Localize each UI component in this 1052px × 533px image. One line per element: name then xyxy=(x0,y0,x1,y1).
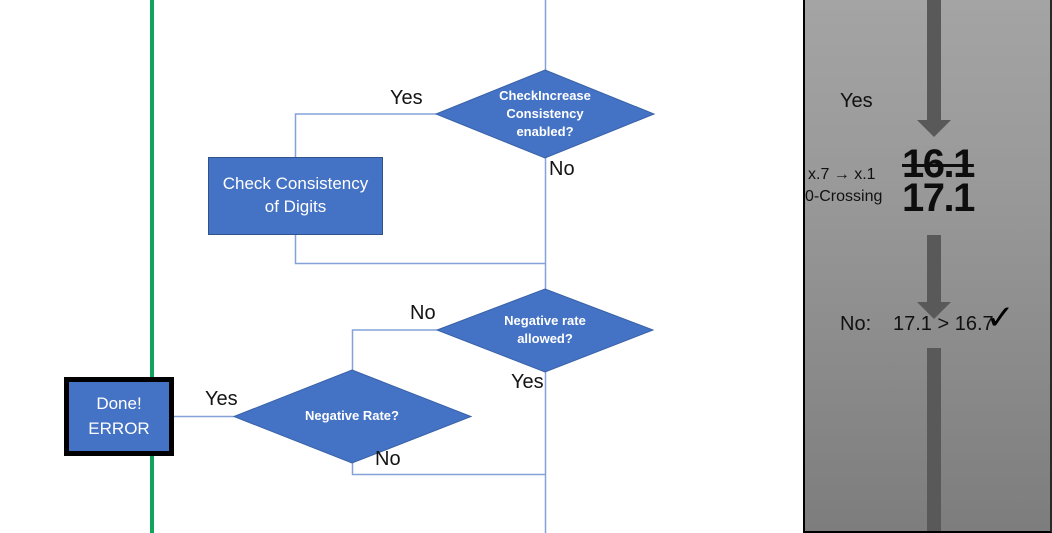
down-arrow-1-head xyxy=(917,120,951,137)
edge-label-negative-rate-no: No xyxy=(375,448,401,470)
edge-label-negative-rate-allowed-no: No xyxy=(410,302,436,324)
panel-yes-label: Yes xyxy=(840,90,873,112)
connector-checkincrease-yes xyxy=(294,113,436,157)
down-arrow-2-shaft xyxy=(927,235,941,302)
connector-checkconsistency-return xyxy=(294,235,545,265)
diamond-negative-rate-allowed-label: Negative rate allowed? xyxy=(504,312,586,346)
checkmark-icon: ✓ xyxy=(986,299,1015,337)
diamond-negative-rate-label: Negative Rate? xyxy=(305,408,399,424)
edge-label-check-increase-yes: Yes xyxy=(390,87,423,109)
panel-value-old: 16.1 xyxy=(902,142,975,186)
diamond-negative-rate-allowed xyxy=(435,288,655,373)
diamond-check-increase xyxy=(434,69,656,159)
diamond-negative-rate xyxy=(232,369,473,464)
edge-label-negative-rate-allowed-yes: Yes xyxy=(511,371,544,393)
down-arrow-3-shaft xyxy=(927,348,941,531)
panel-rule-transition: x.7 → x.1 xyxy=(808,166,876,183)
panel-rule-name: 0-Crossing xyxy=(805,188,883,205)
connector-negrate-no-return xyxy=(351,463,545,476)
process-check-consistency: Check Consistency of Digits xyxy=(208,157,383,235)
edge-label-check-increase-no: No xyxy=(549,158,575,180)
connector-negrate-allowed-no xyxy=(351,329,437,370)
panel-value-new: 17.1 xyxy=(902,175,975,220)
down-arrow-1-shaft xyxy=(927,0,941,120)
edge-label-negative-rate-yes: Yes xyxy=(205,388,238,410)
terminal-done-error: Done! ERROR xyxy=(64,377,174,456)
diamond-check-increase-label: CheckIncrease Consistency enabled? xyxy=(499,87,591,140)
down-arrow-2-head xyxy=(917,302,951,319)
panel-answer-label: No: xyxy=(840,313,872,335)
terminal-done-error-label: Done! ERROR xyxy=(88,393,150,438)
side-panel: Yes x.7 → x.1 0-Crossing 16.1 17.1 No: 1… xyxy=(803,0,1052,533)
flowchart-graphics xyxy=(150,0,656,533)
panel-values: 16.1 17.1 xyxy=(902,142,975,220)
process-check-consistency-label: Check Consistency of Digits xyxy=(222,174,369,216)
panel-comparison: 17.1 > 16.7 xyxy=(893,313,994,335)
